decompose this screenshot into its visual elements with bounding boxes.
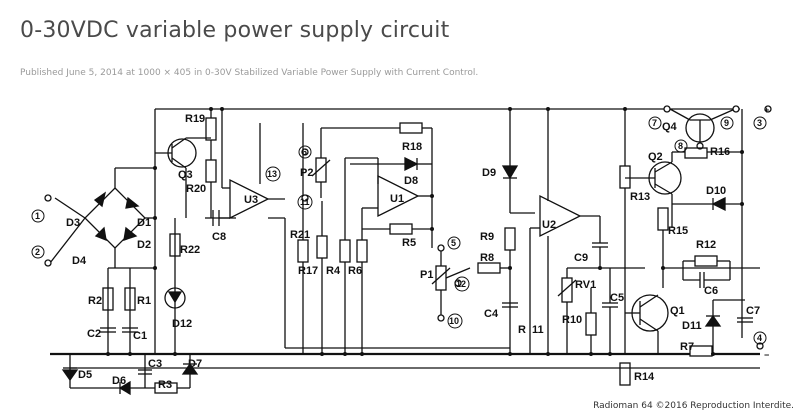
- label-c5: C5: [610, 292, 624, 304]
- label-r1: R1: [137, 295, 151, 307]
- terminal-1: 1: [35, 211, 40, 221]
- label-u1: U1: [390, 193, 404, 205]
- label-c6: C6: [704, 285, 718, 297]
- label-r2: R2: [88, 295, 102, 307]
- label-u3: U3: [244, 194, 258, 206]
- label-d3: D3: [66, 217, 80, 229]
- label-q2: Q2: [648, 151, 663, 163]
- label-r8: R8: [480, 252, 494, 264]
- copyright-credit: Radioman 64 ©2016 Reproduction Interdite…: [593, 401, 794, 411]
- label-r17: R17: [298, 265, 318, 277]
- circuit-schematic: R19 R20 Q3 R22 D12 C8 U3 R18 D8 U1 R5 R2…: [31, 105, 772, 396]
- label-d6: D6: [112, 375, 126, 387]
- terminal-7: 7: [652, 118, 657, 128]
- label-r20: R20: [186, 183, 206, 195]
- label-c3: C3: [148, 358, 162, 370]
- label-q4: Q4: [662, 121, 678, 133]
- terminal-8: 8: [678, 141, 683, 151]
- terminal-4: 4: [757, 333, 762, 343]
- label-d7: D7: [188, 358, 202, 370]
- label-c2: C2: [87, 328, 101, 340]
- terminal-6: 6: [302, 147, 307, 157]
- label-r: R: [518, 324, 526, 336]
- terminal-2: 2: [35, 247, 40, 257]
- page-title: 0-30VDC variable power supply circuit: [20, 18, 450, 43]
- label-d12: D12: [172, 318, 192, 330]
- label-r18: R18: [402, 141, 422, 153]
- label-r3: R3: [158, 379, 172, 391]
- label-r16: R16: [710, 146, 730, 158]
- label-r13: R13: [630, 191, 650, 203]
- label-d10: D10: [706, 185, 726, 197]
- label-r19: R19: [185, 113, 205, 125]
- label-r10: R10: [562, 314, 582, 326]
- label-d9: D9: [482, 167, 496, 179]
- label-r22: R22: [180, 244, 200, 256]
- label-rv1: RV1: [575, 279, 596, 291]
- label-r14: R14: [634, 371, 655, 383]
- terminal-12: 12: [456, 279, 466, 289]
- label-r15: R15: [668, 225, 688, 237]
- label-d1: D1: [137, 217, 151, 229]
- plus-terminal-sign: +: [764, 105, 769, 115]
- label-r9: R9: [480, 231, 494, 243]
- label-c4: C4: [484, 308, 499, 320]
- label-q3: Q3: [178, 169, 193, 181]
- label-d11: D11: [682, 320, 702, 332]
- label-r7: R7: [680, 341, 694, 353]
- terminal-10: 10: [449, 316, 459, 326]
- terminal-3: 3: [757, 118, 762, 128]
- publish-info: Published June 5, 2014 at 1000 × 405 in …: [20, 68, 479, 78]
- label-p1: P1: [420, 269, 433, 281]
- label-q1: Q1: [670, 305, 685, 317]
- label-c8: C8: [212, 231, 226, 243]
- label-r21: R21: [290, 229, 310, 241]
- terminal-11: 11: [300, 197, 310, 207]
- label-d8: D8: [404, 175, 418, 187]
- minus-terminal-sign: −: [764, 350, 769, 360]
- label-c9: C9: [574, 252, 588, 264]
- label-c7: C7: [746, 305, 760, 317]
- label-p2: P2: [300, 167, 313, 179]
- terminal-13: 13: [267, 169, 277, 179]
- label-r11: 11: [532, 324, 544, 336]
- label-d4: D4: [72, 255, 87, 267]
- label-d2: D2: [137, 239, 151, 251]
- terminal-9: 9: [724, 118, 729, 128]
- label-c1: C1: [133, 330, 147, 342]
- terminal-5: 5: [451, 238, 456, 248]
- label-d5: D5: [78, 369, 92, 381]
- label-u2: U2: [542, 219, 556, 231]
- label-r5: R5: [402, 237, 416, 249]
- label-r4: R4: [326, 265, 341, 277]
- label-r12: R12: [696, 239, 716, 251]
- label-r6: R6: [348, 265, 362, 277]
